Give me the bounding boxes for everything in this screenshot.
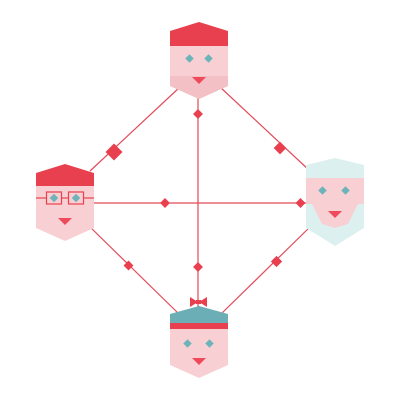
red-cap-icon <box>36 164 94 186</box>
teal-hat-icon <box>170 306 228 323</box>
face <box>306 178 364 204</box>
bow-icon <box>190 297 207 307</box>
connection-top-right <box>219 86 311 172</box>
glasses-icon <box>36 191 94 205</box>
connection-markers <box>105 109 306 272</box>
person-right-avatar <box>306 158 364 246</box>
mouth-icon <box>328 211 342 218</box>
hat-band <box>170 323 228 329</box>
marker-top-left <box>105 143 123 161</box>
right-eye-icon <box>341 186 350 195</box>
marker-horizontal-left <box>160 198 170 208</box>
right-eye-icon <box>205 339 214 348</box>
red-cap-icon <box>170 22 228 46</box>
mouth-icon <box>192 77 206 84</box>
marker-vertical-bottom <box>193 262 203 272</box>
right-eye-icon <box>71 193 81 203</box>
marker-right-bottom <box>270 255 283 268</box>
marker-horizontal-right <box>295 198 306 208</box>
mouth-icon <box>192 358 206 365</box>
connection-top-left <box>89 86 181 172</box>
marker-top-right <box>273 141 287 155</box>
face <box>170 320 228 378</box>
connection-left-bottom <box>87 224 181 316</box>
person-top-avatar <box>170 22 228 99</box>
left-eye-icon <box>185 54 194 63</box>
connections <box>87 86 313 316</box>
marker-vertical-top <box>193 109 203 119</box>
person-left-avatar <box>36 164 94 241</box>
connection-right-bottom <box>219 224 313 316</box>
mouth-icon <box>58 218 72 225</box>
face-shadow <box>170 76 228 99</box>
left-eye-icon <box>318 186 327 195</box>
person-bottom-avatar <box>170 297 228 378</box>
face <box>36 178 94 241</box>
left-eye-icon <box>49 193 59 203</box>
left-eye-icon <box>183 339 192 348</box>
right-eye-icon <box>204 54 213 63</box>
